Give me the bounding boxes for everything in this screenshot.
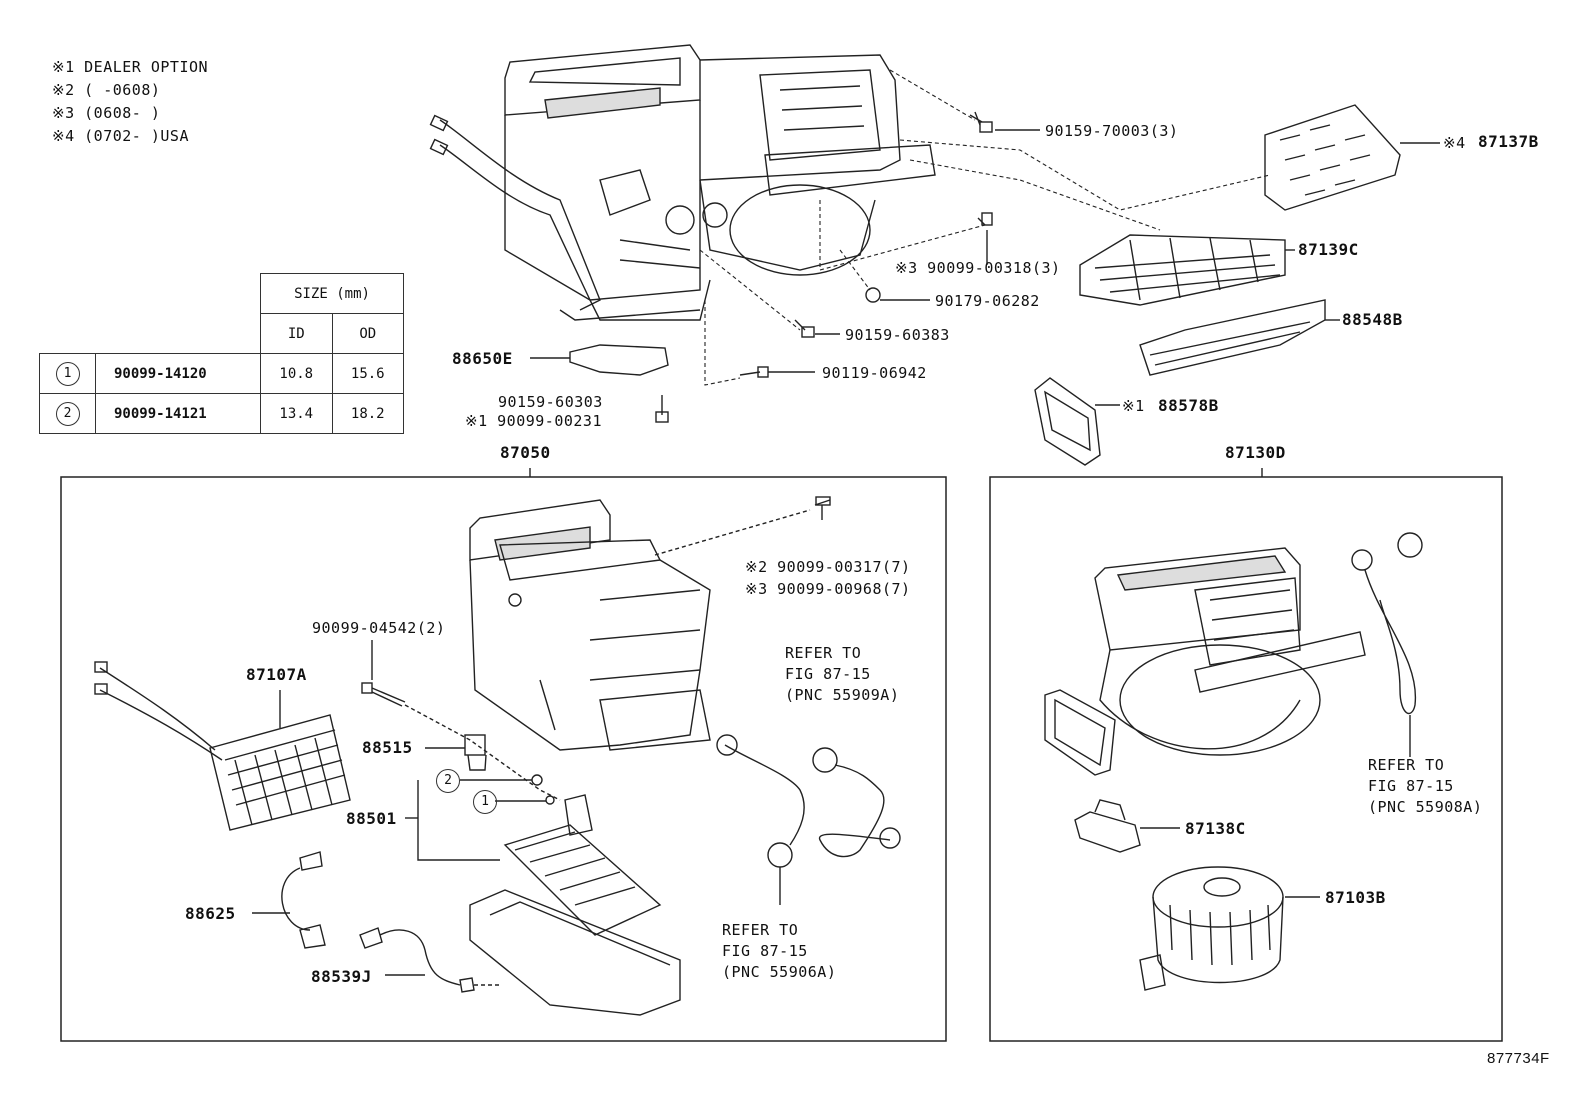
circle-mark-2: 2 — [436, 769, 460, 793]
refer-note-55908A: REFER TO FIG 87-15 (PNC 55908A) — [1368, 756, 1482, 816]
id-value: 10.8 — [260, 353, 333, 394]
hvac-unit-assembly-illustration — [429, 44, 936, 321]
label-mark-1: ※1 — [1122, 397, 1145, 415]
screw-icons — [655, 111, 993, 423]
label-88548B: 88548B — [1342, 310, 1403, 329]
refer-line: REFER TO — [785, 644, 862, 662]
col-od: OD — [331, 313, 404, 354]
part-number: 90099-14120 — [95, 353, 261, 394]
label-90099-00318: ※3 90099-00318(3) — [895, 259, 1061, 277]
label-90179-06282: 90179-06282 — [935, 292, 1040, 310]
refer-line: FIG 87-15 — [785, 665, 871, 683]
label-90099-00231: ※1 90099-00231 — [465, 412, 602, 430]
part-number: 90099-14121 — [95, 393, 261, 434]
footnote-3: ※3 (0608- ) — [52, 104, 161, 122]
od-value: 15.6 — [331, 353, 404, 394]
label-87103B: 87103B — [1325, 888, 1386, 907]
label-90119-06942: 90119-06942 — [822, 364, 927, 382]
label-87139C: 87139C — [1298, 240, 1359, 259]
hvac-case-illustration — [469, 499, 711, 751]
refer-line: (PNC 55906A) — [722, 963, 837, 981]
label-90159-60303: 90159-60303 — [498, 393, 603, 411]
figure-id: 877734F — [1487, 1050, 1550, 1067]
refer-line: (PNC 55909A) — [785, 686, 900, 704]
label-90099-04542: 90099-04542(2) — [312, 619, 446, 637]
table-row: 2 90099-14121 13.4 18.2 — [39, 393, 404, 434]
assembly-87130D-frame — [989, 476, 1503, 1042]
label-87137B: 87137B — [1478, 132, 1539, 151]
label-mark-4: ※4 — [1443, 134, 1466, 152]
table-row: 1 90099-14120 10.8 15.6 — [39, 353, 404, 394]
label-88650E: 88650E — [452, 349, 513, 368]
label-90159-60383: 90159-60383 — [845, 326, 950, 344]
label-90159-70003: 90159-70003(3) — [1045, 122, 1179, 140]
circle-mark: 2 — [55, 401, 80, 426]
honeycomb-cover-illustration — [1264, 104, 1401, 211]
footnote-4: ※4 (0702- )USA — [52, 127, 189, 145]
circle-mark: 1 — [55, 361, 80, 386]
refer-line: FIG 87-15 — [1368, 777, 1454, 795]
label-87138C: 87138C — [1185, 819, 1246, 838]
circle-mark-1: 1 — [473, 790, 497, 814]
evaporator-illustration — [503, 794, 662, 936]
blower-motor-illustration — [1139, 866, 1284, 991]
label-88625: 88625 — [185, 904, 236, 923]
label-90099-00968: ※3 90099-00968(7) — [745, 580, 911, 598]
size-header: SIZE (mm) — [260, 273, 404, 314]
refer-line: REFER TO — [1368, 756, 1445, 774]
col-id: ID — [260, 313, 333, 354]
filter-illustration — [1079, 234, 1286, 306]
footnotes: ※1 DEALER OPTION ※2 ( -0608) ※3 (0608- )… — [52, 56, 208, 148]
label-88501: 88501 — [346, 809, 397, 828]
label-87050: 87050 — [500, 443, 551, 462]
label-87107A: 87107A — [246, 665, 307, 684]
od-value: 18.2 — [331, 393, 404, 434]
footnote-1: ※1 DEALER OPTION — [52, 58, 209, 76]
heater-core-illustration — [94, 661, 351, 831]
refer-note-55909A: REFER TO FIG 87-15 (PNC 55909A) — [785, 644, 899, 704]
label-87130D: 87130D — [1225, 443, 1286, 462]
label-88515: 88515 — [362, 738, 413, 757]
o-ring-size-table: SIZE (mm) ID OD 1 90099-14120 10.8 15.6 … — [39, 273, 404, 434]
blower-unit-illustration — [1044, 547, 1366, 776]
refer-note-55906A: REFER TO FIG 87-15 (PNC 55906A) — [722, 921, 836, 981]
label-88539J: 88539J — [311, 967, 372, 986]
footnote-2: ※2 ( -0608) — [52, 81, 161, 99]
label-90099-00317: ※2 90099-00317(7) — [745, 558, 911, 576]
refer-line: (PNC 55908A) — [1368, 798, 1483, 816]
id-value: 13.4 — [260, 393, 333, 434]
refer-line: FIG 87-15 — [722, 942, 808, 960]
refer-line: REFER TO — [722, 921, 799, 939]
label-88578B: 88578B — [1158, 396, 1219, 415]
assembly-87050-frame — [60, 476, 947, 1042]
